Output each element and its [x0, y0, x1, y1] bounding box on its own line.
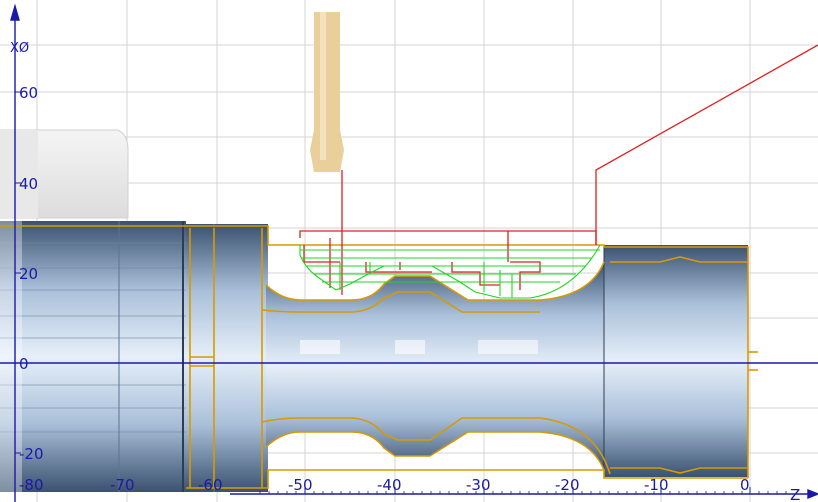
y-tick-label: -20: [19, 445, 44, 463]
x-tick-label: -20: [555, 476, 580, 494]
chuck-jaw-icon: [0, 129, 129, 219]
rapid-toolpath: [299, 44, 818, 295]
y-tick-label: 40: [19, 175, 38, 193]
x-tick-label: -60: [198, 476, 223, 494]
y-tick-label: 20: [19, 265, 38, 283]
x-tick-label: -80: [19, 476, 44, 494]
x-tick-label: -10: [644, 476, 669, 494]
y-axis-label: XØ: [10, 41, 29, 56]
y-tick-label: 60: [19, 84, 38, 102]
axes: [0, 3, 818, 502]
x-tick-label: 0: [740, 476, 750, 494]
cut-toolpath: [299, 244, 601, 299]
x-tick-label: -40: [377, 476, 402, 494]
tool-insert-icon: [310, 12, 344, 172]
x-tick-label: -50: [288, 476, 313, 494]
x-tick-label: -30: [466, 476, 491, 494]
x-axis-label: Z: [790, 486, 800, 502]
x-tick-label: -70: [110, 476, 135, 494]
part-contour: [0, 225, 758, 489]
axis-arrow-icon: [10, 3, 20, 21]
y-tick-label: 0: [19, 355, 29, 373]
